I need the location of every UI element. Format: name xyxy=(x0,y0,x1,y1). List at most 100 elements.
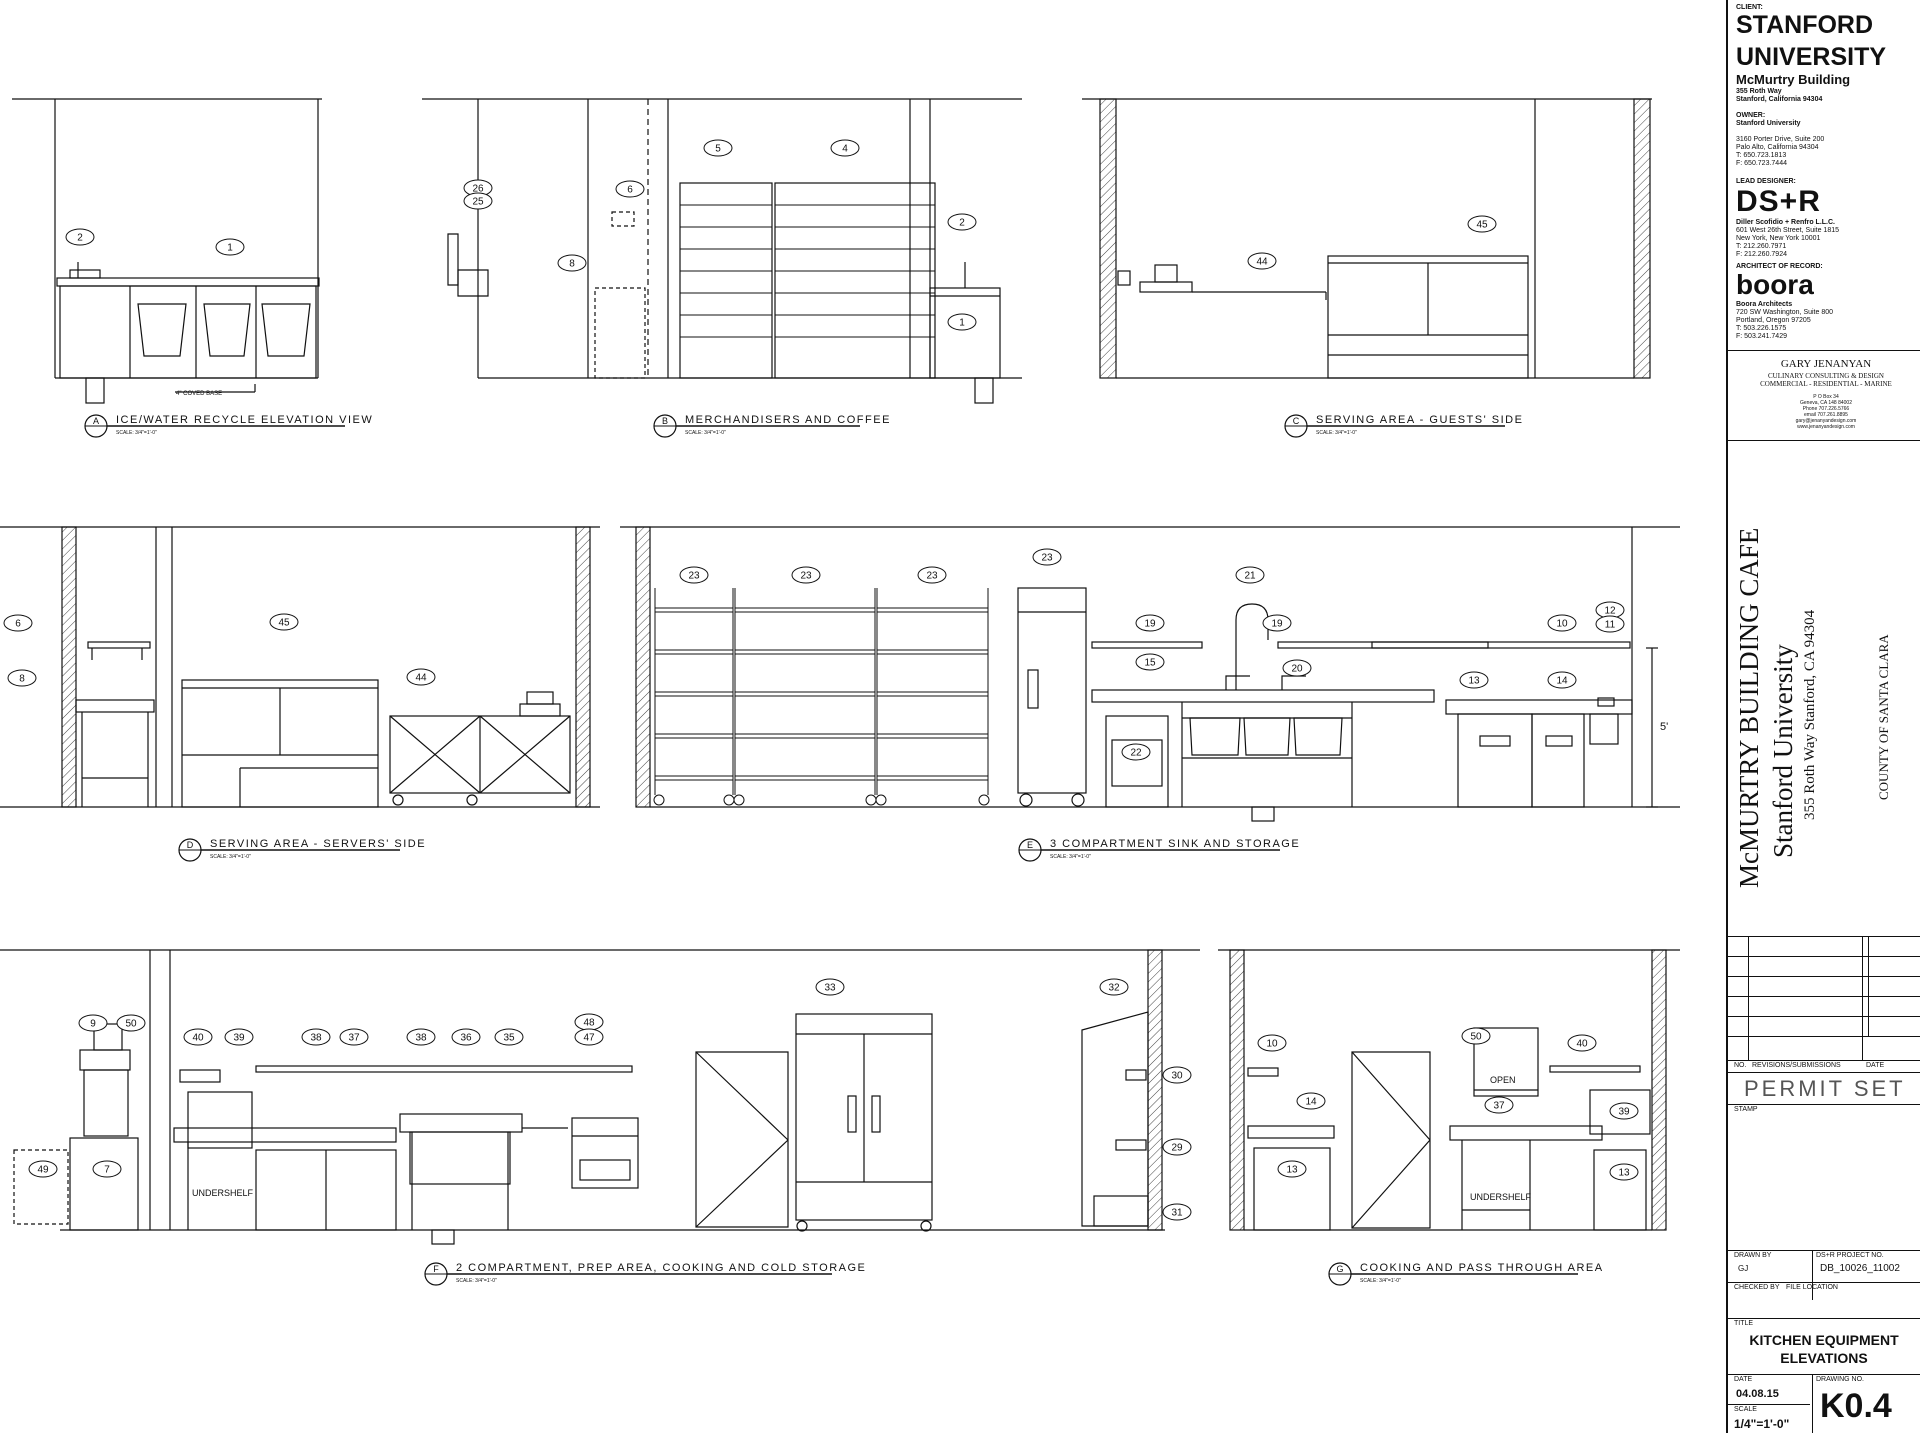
project-county: COUNTY OF SANTA CLARA xyxy=(1876,634,1891,800)
client-address-1: 355 Roth Way xyxy=(1736,88,1782,95)
tag-bubble-e: 14 xyxy=(1547,671,1577,689)
tag-bubble-g: 13 xyxy=(1609,1163,1639,1181)
owner-label: OWNER: xyxy=(1736,112,1766,119)
elevation-g-linework xyxy=(1218,949,1680,1231)
tag-number: 37 xyxy=(348,1033,360,1044)
tag-number: 39 xyxy=(1618,1107,1630,1118)
project-no: DB_10026_11002 xyxy=(1820,1263,1900,1274)
stamp-label: STAMP xyxy=(1734,1106,1758,1113)
project-name: McMURTRY BUILDING CAFE xyxy=(1734,527,1764,888)
elevation-scale: SCALE: 3/4"=1'-0" xyxy=(1360,1278,1401,1284)
tag-bubble-e: 15 xyxy=(1135,653,1165,671)
tag-number: 22 xyxy=(1130,748,1142,759)
tag-number: 23 xyxy=(1041,553,1053,564)
owner-address-1: 3160 Porter Drive, Suite 200 xyxy=(1736,136,1825,143)
tag-bubble-e: 23 xyxy=(791,566,821,584)
sheet-title-1: KITCHEN EQUIPMENT xyxy=(1749,1332,1899,1348)
lead-designer-label: LEAD DESIGNER: xyxy=(1736,178,1796,185)
open-sign-note: OPEN xyxy=(1490,1075,1516,1085)
undershelf-note-g: UNDERSHELF xyxy=(1470,1192,1532,1202)
tag-bubble-f: 33 xyxy=(815,978,845,996)
elevation-title-text: SERVING AREA - GUESTS' SIDE xyxy=(1316,414,1523,426)
tag-number: 4 xyxy=(842,144,848,155)
client-name-1: STANFORD xyxy=(1736,11,1874,39)
elevation-scale: SCALE: 3/4"=1'-0" xyxy=(116,430,157,436)
tag-bubble-e: 13 xyxy=(1459,671,1489,689)
tag-bubble-e: 23 xyxy=(679,566,709,584)
client-name-2: UNIVERSITY xyxy=(1736,43,1887,71)
tag-bubble-f: 9 xyxy=(78,1014,108,1032)
tag-bubble-b: 2 xyxy=(947,213,977,231)
tag-bubble-a: 1 xyxy=(215,238,245,256)
tag-bubble-g: 10 xyxy=(1257,1034,1287,1052)
tag-number: 49 xyxy=(37,1165,49,1176)
dimension-5ft: 5' xyxy=(1660,721,1668,733)
tag-bubble-f: 7 xyxy=(92,1160,122,1178)
scale-label: SCALE xyxy=(1734,1406,1757,1413)
tag-bubble-e: 20 xyxy=(1282,659,1312,677)
boora-name: Boora Architects xyxy=(1736,301,1793,308)
tag-bubble-d: 44 xyxy=(406,668,436,686)
checked-by-label: CHECKED BY xyxy=(1734,1284,1780,1291)
revision-no-label: NO. xyxy=(1734,1062,1747,1069)
tag-bubble-f: 37 xyxy=(339,1028,369,1046)
tag-number: 35 xyxy=(503,1033,515,1044)
tag-bubble-c: 44 xyxy=(1247,252,1277,270)
elevation-letter: B xyxy=(662,416,668,426)
tag-number: 50 xyxy=(1470,1032,1482,1043)
dsr-fax: F: 212.260.7924 xyxy=(1736,251,1787,258)
building-name: McMurtry Building xyxy=(1736,72,1851,87)
title-label: TITLE xyxy=(1734,1320,1754,1327)
tag-number: 48 xyxy=(583,1018,595,1029)
tag-number: 6 xyxy=(627,185,633,196)
dsr-name: Diller Scofidio + Renfro L.L.C. xyxy=(1736,219,1835,226)
elevation-title-text: COOKING AND PASS THROUGH AREA xyxy=(1360,1262,1604,1274)
revisions-label: REVISIONS/SUBMISSIONS xyxy=(1752,1062,1841,1069)
tag-number: 44 xyxy=(415,673,427,684)
scale: 1/4"=1'-0" xyxy=(1734,1417,1790,1431)
tag-number: 1 xyxy=(959,318,965,329)
elevation-title-text: 2 COMPARTMENT, PREP AREA, COOKING AND CO… xyxy=(456,1262,866,1274)
drawn-by-label: DRAWN BY xyxy=(1734,1252,1772,1259)
tag-number: 47 xyxy=(583,1033,595,1044)
boora-logo: boora xyxy=(1736,269,1814,300)
tag-bubble-g: 50 xyxy=(1461,1027,1491,1045)
tag-bubble-e: 10 xyxy=(1547,614,1577,632)
boora-phone: T: 503.226.1575 xyxy=(1736,325,1787,332)
tag-bubble-f: 31 xyxy=(1162,1203,1192,1221)
tag-bubble-e: 11 xyxy=(1595,615,1625,633)
project-address: 355 Roth Way Stanford, CA 94304 xyxy=(1802,609,1818,820)
tag-number: 12 xyxy=(1604,606,1616,617)
elevation-title-text: MERCHANDISERS AND COFFEE xyxy=(685,414,891,426)
tag-number: 1 xyxy=(227,243,233,254)
elevation-letter: C xyxy=(1293,416,1300,426)
tag-number: 31 xyxy=(1171,1208,1183,1219)
consultant-contact: P O Box 34 Geneva, CA 148 84002 Phone 70… xyxy=(1795,394,1857,430)
drawing-no-label: DRAWING NO. xyxy=(1816,1376,1864,1383)
tag-number: 32 xyxy=(1108,983,1120,994)
tag-number: 45 xyxy=(278,618,290,629)
tag-number: 5 xyxy=(715,144,721,155)
tag-number: 23 xyxy=(926,571,938,582)
tag-bubble-g: 13 xyxy=(1277,1160,1307,1178)
tag-bubble-g: 37 xyxy=(1484,1096,1514,1114)
boora-fax: F: 503.241.7429 xyxy=(1736,333,1787,340)
boora-address-2: Portland, Oregon 97205 xyxy=(1736,317,1811,324)
dsr-logo: DS+R xyxy=(1736,185,1821,218)
tag-number: 26 xyxy=(472,184,484,195)
sheet-title-2: ELEVATIONS xyxy=(1780,1350,1868,1366)
tag-number: 44 xyxy=(1256,257,1268,268)
owner-address-2: Palo Alto, California 94304 xyxy=(1736,144,1819,151)
tag-bubble-e: 23 xyxy=(917,566,947,584)
elevation-title-b: B MERCHANDISERS AND COFFEE SCALE: 3/4"=1'-… xyxy=(653,414,891,438)
tag-bubble-d: 45 xyxy=(269,613,299,631)
elevation-scale: SCALE: 3/4"=1'-0" xyxy=(1050,854,1091,860)
undershelf-note-f: UNDERSHELF xyxy=(192,1188,254,1198)
elevation-scale: SCALE: 3/4"=1'-0" xyxy=(685,430,726,436)
